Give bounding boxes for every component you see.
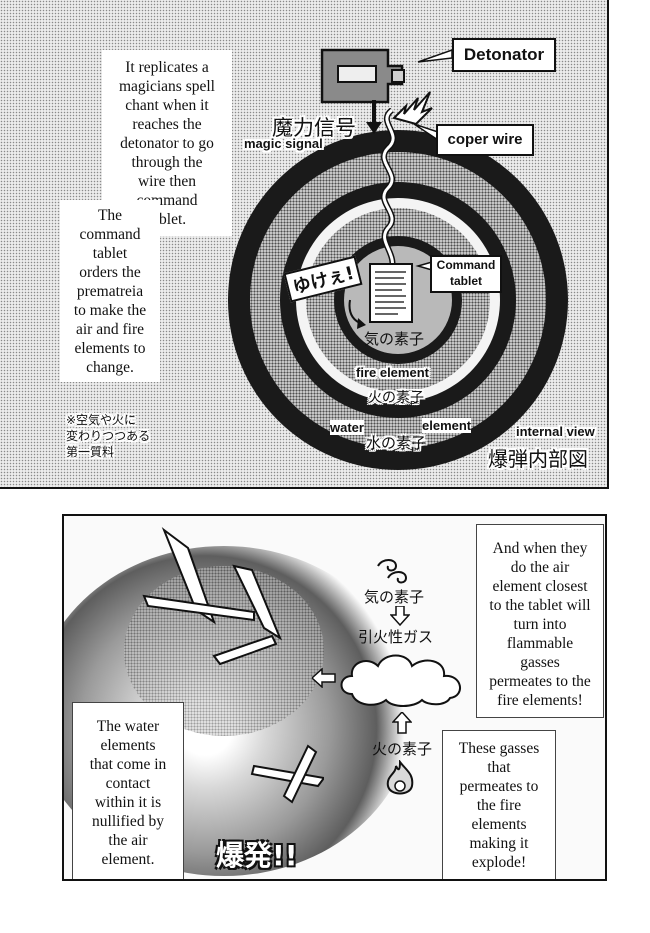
bubble-line: command: [79, 226, 141, 243]
debris-shards-icon: [142, 527, 324, 804]
arrow-down-icon: [366, 100, 382, 134]
command-speech-bubble: The command tablet orders the prematreia…: [60, 200, 160, 382]
explosion-smoke-texture: [124, 566, 324, 736]
bubble-line: gasses: [520, 654, 560, 671]
bubble-line: elements: [471, 816, 527, 833]
flow-fire-element-jp: 火の素子: [372, 740, 433, 758]
arrow-up-icon: [392, 712, 412, 734]
bubble-line: within it is: [94, 794, 162, 811]
explode-bubble: These gasses that permeates to the fire …: [442, 730, 556, 879]
bubble-line: through the: [131, 154, 203, 171]
internal-view-jp: 爆弾内部図: [488, 447, 588, 471]
bubble-line: air and fire: [76, 321, 144, 338]
bubble-line: do the air: [510, 559, 570, 576]
bubble-line: contact: [105, 775, 151, 792]
explosion-sfx-text: 爆発!!: [216, 839, 298, 872]
bubble-line: the air: [108, 832, 148, 849]
bubble-line: And when they: [492, 540, 588, 557]
bubble-line: magicians spell: [119, 78, 215, 95]
gas-cloud-icon: [340, 654, 461, 707]
magic-signal-label: magic signal: [244, 136, 323, 151]
bubble-line: chant when it: [125, 97, 209, 114]
detonator-icon: [320, 48, 405, 104]
bubble-line: that: [487, 759, 511, 776]
bubble-line: permeates to: [459, 778, 539, 795]
bubble-line: turn into: [513, 616, 567, 633]
bubble-line: tablet: [92, 245, 128, 262]
bubble-line: the fire: [476, 797, 522, 814]
note-line: 変わりつつある: [66, 429, 151, 443]
top-panel: Detonator coper wire Command tablet 魔力信号…: [0, 0, 609, 489]
bubble-line: making it: [469, 835, 529, 852]
air-element-jp: 気の素子: [364, 330, 425, 348]
bubble-line: that come in: [89, 756, 167, 773]
note-line: ※空気や火に: [66, 413, 137, 427]
air-swirl-icon: [377, 559, 408, 584]
internal-view-label: internal view: [516, 424, 595, 439]
bubble-line: change.: [86, 359, 134, 376]
water-label: water: [330, 420, 364, 435]
bubble-line: elements: [100, 737, 156, 754]
fire-element-jp: 火の素子: [368, 390, 424, 406]
bubble-line: detonator to go: [120, 135, 214, 152]
bubble-line: flammable: [506, 635, 574, 652]
prime-matter-note: ※空気や火に 変わりつつある 第一質料: [66, 412, 150, 460]
arrow-left-icon: [312, 668, 336, 688]
bubble-line: to the tablet will: [489, 597, 591, 614]
bubble-line: prematreia: [76, 283, 144, 300]
bubble-line: explode!: [471, 854, 527, 871]
command-tablet-icon: [369, 263, 413, 323]
bubble-line: reaches the: [132, 116, 202, 133]
bubble-line: fire elements!: [497, 692, 583, 709]
spark-icon: [392, 91, 433, 126]
note-line: 第一質料: [66, 445, 115, 459]
bubble-line: permeates to the: [489, 673, 591, 690]
coper-wire-label: coper wire: [436, 124, 534, 156]
fire-element-label: fire element: [356, 365, 429, 380]
bubble-line: element.: [101, 851, 155, 868]
bubble-line: wire then: [137, 173, 197, 190]
water-element-jp: 水の素子: [366, 434, 427, 452]
flow-air-element-jp: 気の素子: [364, 588, 425, 606]
element-label: element: [422, 418, 472, 433]
bubble-line: The: [97, 207, 123, 224]
gas-transform-bubble: And when they do the air element closest…: [476, 524, 604, 718]
arrow-down-icon: [390, 606, 410, 626]
bubble-line: nullified by: [92, 813, 164, 830]
fire-icon: [386, 760, 414, 795]
flow-flammable-gas-jp: 引火性ガス: [358, 628, 434, 646]
bubble-line: These gasses: [458, 740, 540, 757]
wire-icon: [381, 108, 397, 276]
bubble-line: elements to: [74, 340, 146, 357]
bubble-line: orders the: [79, 264, 141, 281]
bubble-line: It replicates a: [125, 59, 209, 76]
command-tablet-label-line2: tablet: [449, 274, 482, 288]
command-tablet-label: Command tablet: [430, 255, 502, 293]
magic-signal-jp: 魔力信号: [272, 116, 356, 140]
bubble-line: to make the: [73, 302, 147, 319]
detonator-label: Detonator: [452, 38, 556, 72]
bubble-line: element closest: [492, 578, 588, 595]
bubble-line: The water: [96, 718, 160, 735]
bottom-panel: 気の素子 引火性ガス 火の素子 爆発!! And when they do th…: [62, 514, 607, 881]
command-tablet-label-line1: Command: [436, 258, 496, 272]
water-nullified-bubble: The water elements that come in contact …: [72, 702, 184, 879]
small-curved-arrow-icon: [348, 299, 366, 329]
